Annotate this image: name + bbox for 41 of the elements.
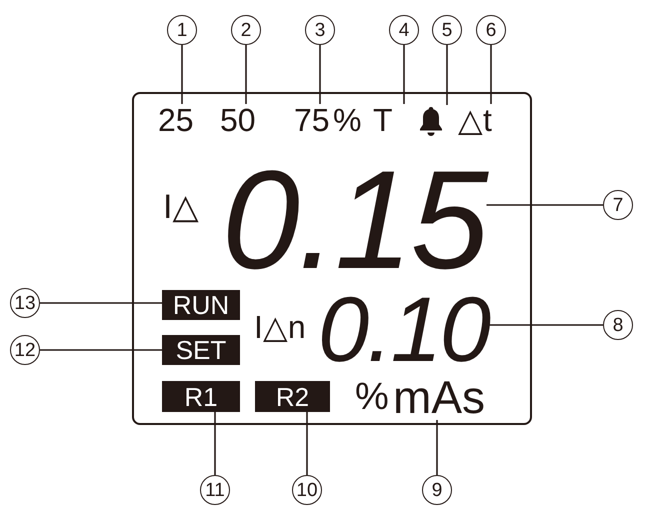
leader-line	[490, 45, 492, 104]
callout-number: 2	[231, 15, 261, 45]
callout-number: 13	[10, 288, 40, 318]
leader-line	[446, 45, 448, 105]
callout-number: 8	[603, 310, 633, 340]
display-indicator: 25	[158, 104, 194, 136]
status-indicator: R1	[162, 381, 240, 412]
callout-number: 5	[432, 15, 462, 45]
display-indicator: 50	[220, 104, 256, 136]
leader-line	[486, 204, 603, 206]
display-indicator: 75	[294, 104, 330, 136]
display-indicator: T	[373, 104, 393, 136]
display-symbol: %	[333, 104, 362, 136]
leader-line	[489, 324, 603, 326]
leader-line	[214, 412, 216, 475]
leader-line	[319, 45, 321, 104]
display-indicator: mAs	[393, 374, 485, 420]
leader-line	[40, 302, 162, 304]
lcd-display-frame	[132, 92, 532, 425]
leader-line	[436, 420, 438, 475]
leader-line	[245, 45, 247, 104]
callout-number: 1	[167, 15, 197, 45]
callout-number: 11	[200, 475, 230, 505]
display-symbol: I△	[163, 190, 198, 224]
callout-number: 12	[10, 335, 40, 365]
callout-number: 10	[292, 475, 322, 505]
status-indicator: SET	[162, 335, 240, 365]
display-symbol: %	[355, 378, 389, 416]
status-indicator: RUN	[162, 290, 240, 320]
leader-line	[40, 349, 162, 351]
status-indicator: R2	[255, 381, 330, 412]
display-symbol: I△n	[254, 311, 306, 343]
callout-number: 4	[389, 15, 419, 45]
display-indicator: △t	[458, 104, 492, 136]
leader-line	[306, 412, 308, 475]
callout-number: 9	[422, 475, 452, 505]
leader-line	[403, 45, 405, 104]
leader-line	[181, 45, 183, 104]
callout-number: 3	[305, 15, 335, 45]
callout-number: 7	[603, 190, 633, 220]
callout-number: 6	[476, 15, 506, 45]
